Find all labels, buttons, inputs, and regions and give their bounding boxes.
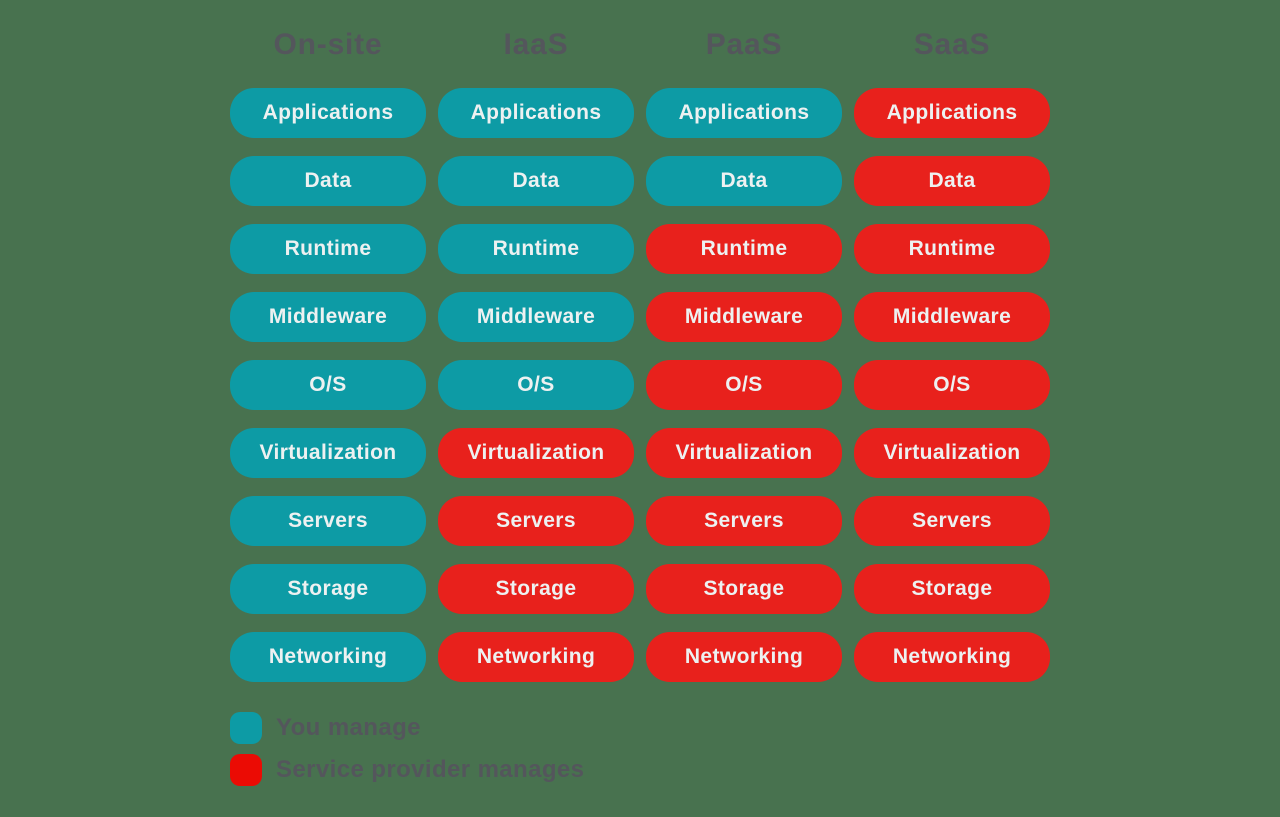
legend-item-you-manage: You manage — [230, 712, 584, 744]
pill-saas-data: Data — [854, 156, 1050, 206]
pill-paas-storage: Storage — [646, 564, 842, 614]
pill-saas-virtualization: Virtualization — [854, 428, 1050, 478]
legend: You manage Service provider manages — [230, 712, 584, 786]
legend-item-service-provider-manages: Service provider manages — [230, 754, 584, 786]
pill-paas-middleware: Middleware — [646, 292, 842, 342]
pill-iaas-runtime: Runtime — [438, 224, 634, 274]
pill-saas-middleware: Middleware — [854, 292, 1050, 342]
pill-iaas-data: Data — [438, 156, 634, 206]
pill-iaas-o-s: O/S — [438, 360, 634, 410]
pill-on-site-applications: Applications — [230, 88, 426, 138]
pill-iaas-networking: Networking — [438, 632, 634, 682]
legend-label-service-provider-manages: Service provider manages — [276, 756, 585, 783]
pill-iaas-servers: Servers — [438, 496, 634, 546]
service-provider-manages-swatch — [230, 754, 262, 786]
pill-saas-networking: Networking — [854, 632, 1050, 682]
pill-paas-servers: Servers — [646, 496, 842, 546]
column-header-on-site: On-site — [273, 28, 383, 61]
pill-iaas-virtualization: Virtualization — [438, 428, 634, 478]
pill-on-site-virtualization: Virtualization — [230, 428, 426, 478]
pill-paas-applications: Applications — [646, 88, 842, 138]
legend-label-you-manage: You manage — [276, 714, 421, 741]
column-header-saas: SaaS — [913, 28, 991, 61]
pill-on-site-middleware: Middleware — [230, 292, 426, 342]
pill-on-site-data: Data — [230, 156, 426, 206]
column-header-paas: PaaS — [705, 28, 783, 61]
pill-on-site-networking: Networking — [230, 632, 426, 682]
pill-on-site-o-s: O/S — [230, 360, 426, 410]
pill-iaas-applications: Applications — [438, 88, 634, 138]
pill-saas-applications: Applications — [854, 88, 1050, 138]
pill-saas-o-s: O/S — [854, 360, 1050, 410]
column-header-iaas: IaaS — [503, 28, 569, 61]
pill-paas-runtime: Runtime — [646, 224, 842, 274]
pill-on-site-runtime: Runtime — [230, 224, 426, 274]
pill-paas-virtualization: Virtualization — [646, 428, 842, 478]
pill-saas-servers: Servers — [854, 496, 1050, 546]
pill-on-site-storage: Storage — [230, 564, 426, 614]
you-manage-swatch — [230, 712, 262, 744]
pill-iaas-middleware: Middleware — [438, 292, 634, 342]
pill-on-site-servers: Servers — [230, 496, 426, 546]
pill-iaas-storage: Storage — [438, 564, 634, 614]
pill-paas-networking: Networking — [646, 632, 842, 682]
pill-saas-runtime: Runtime — [854, 224, 1050, 274]
pill-saas-storage: Storage — [854, 564, 1050, 614]
pill-paas-data: Data — [646, 156, 842, 206]
pill-paas-o-s: O/S — [646, 360, 842, 410]
